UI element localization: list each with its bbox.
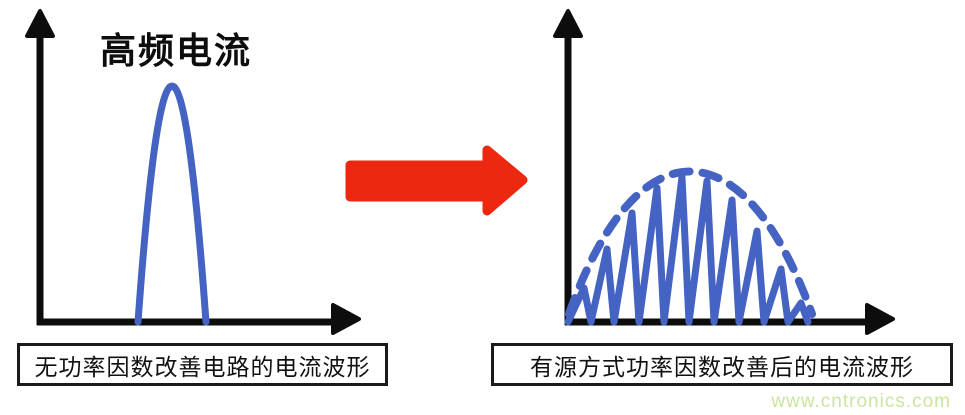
right-caption-box: 有源方式功率因数改善后的电流波形 bbox=[491, 343, 953, 386]
right-caption-text: 有源方式功率因数改善后的电流波形 bbox=[530, 353, 914, 380]
watermark-text: www.cntronics.com bbox=[771, 391, 951, 412]
right-switching-current-curve bbox=[564, 173, 812, 326]
transform-arrow-icon bbox=[345, 145, 528, 216]
left-x-axis-arrow-icon bbox=[331, 303, 361, 335]
right-x-axis-arrow-icon bbox=[865, 303, 895, 335]
left-current-peak-curve bbox=[134, 82, 210, 326]
left-caption-box: 无功率因数改善电路的电流波形 bbox=[17, 343, 388, 386]
right-y-axis-arrow-icon bbox=[553, 9, 583, 38]
left-chart-axes bbox=[25, 9, 361, 335]
left-caption-text: 无功率因数改善电路的电流波形 bbox=[34, 353, 371, 380]
left-chart-title: 高频电流 bbox=[99, 30, 252, 71]
right-chart-axes bbox=[553, 9, 895, 335]
left-y-axis-arrow-icon bbox=[25, 9, 55, 38]
right-envelope-dashed-curve bbox=[565, 167, 816, 318]
